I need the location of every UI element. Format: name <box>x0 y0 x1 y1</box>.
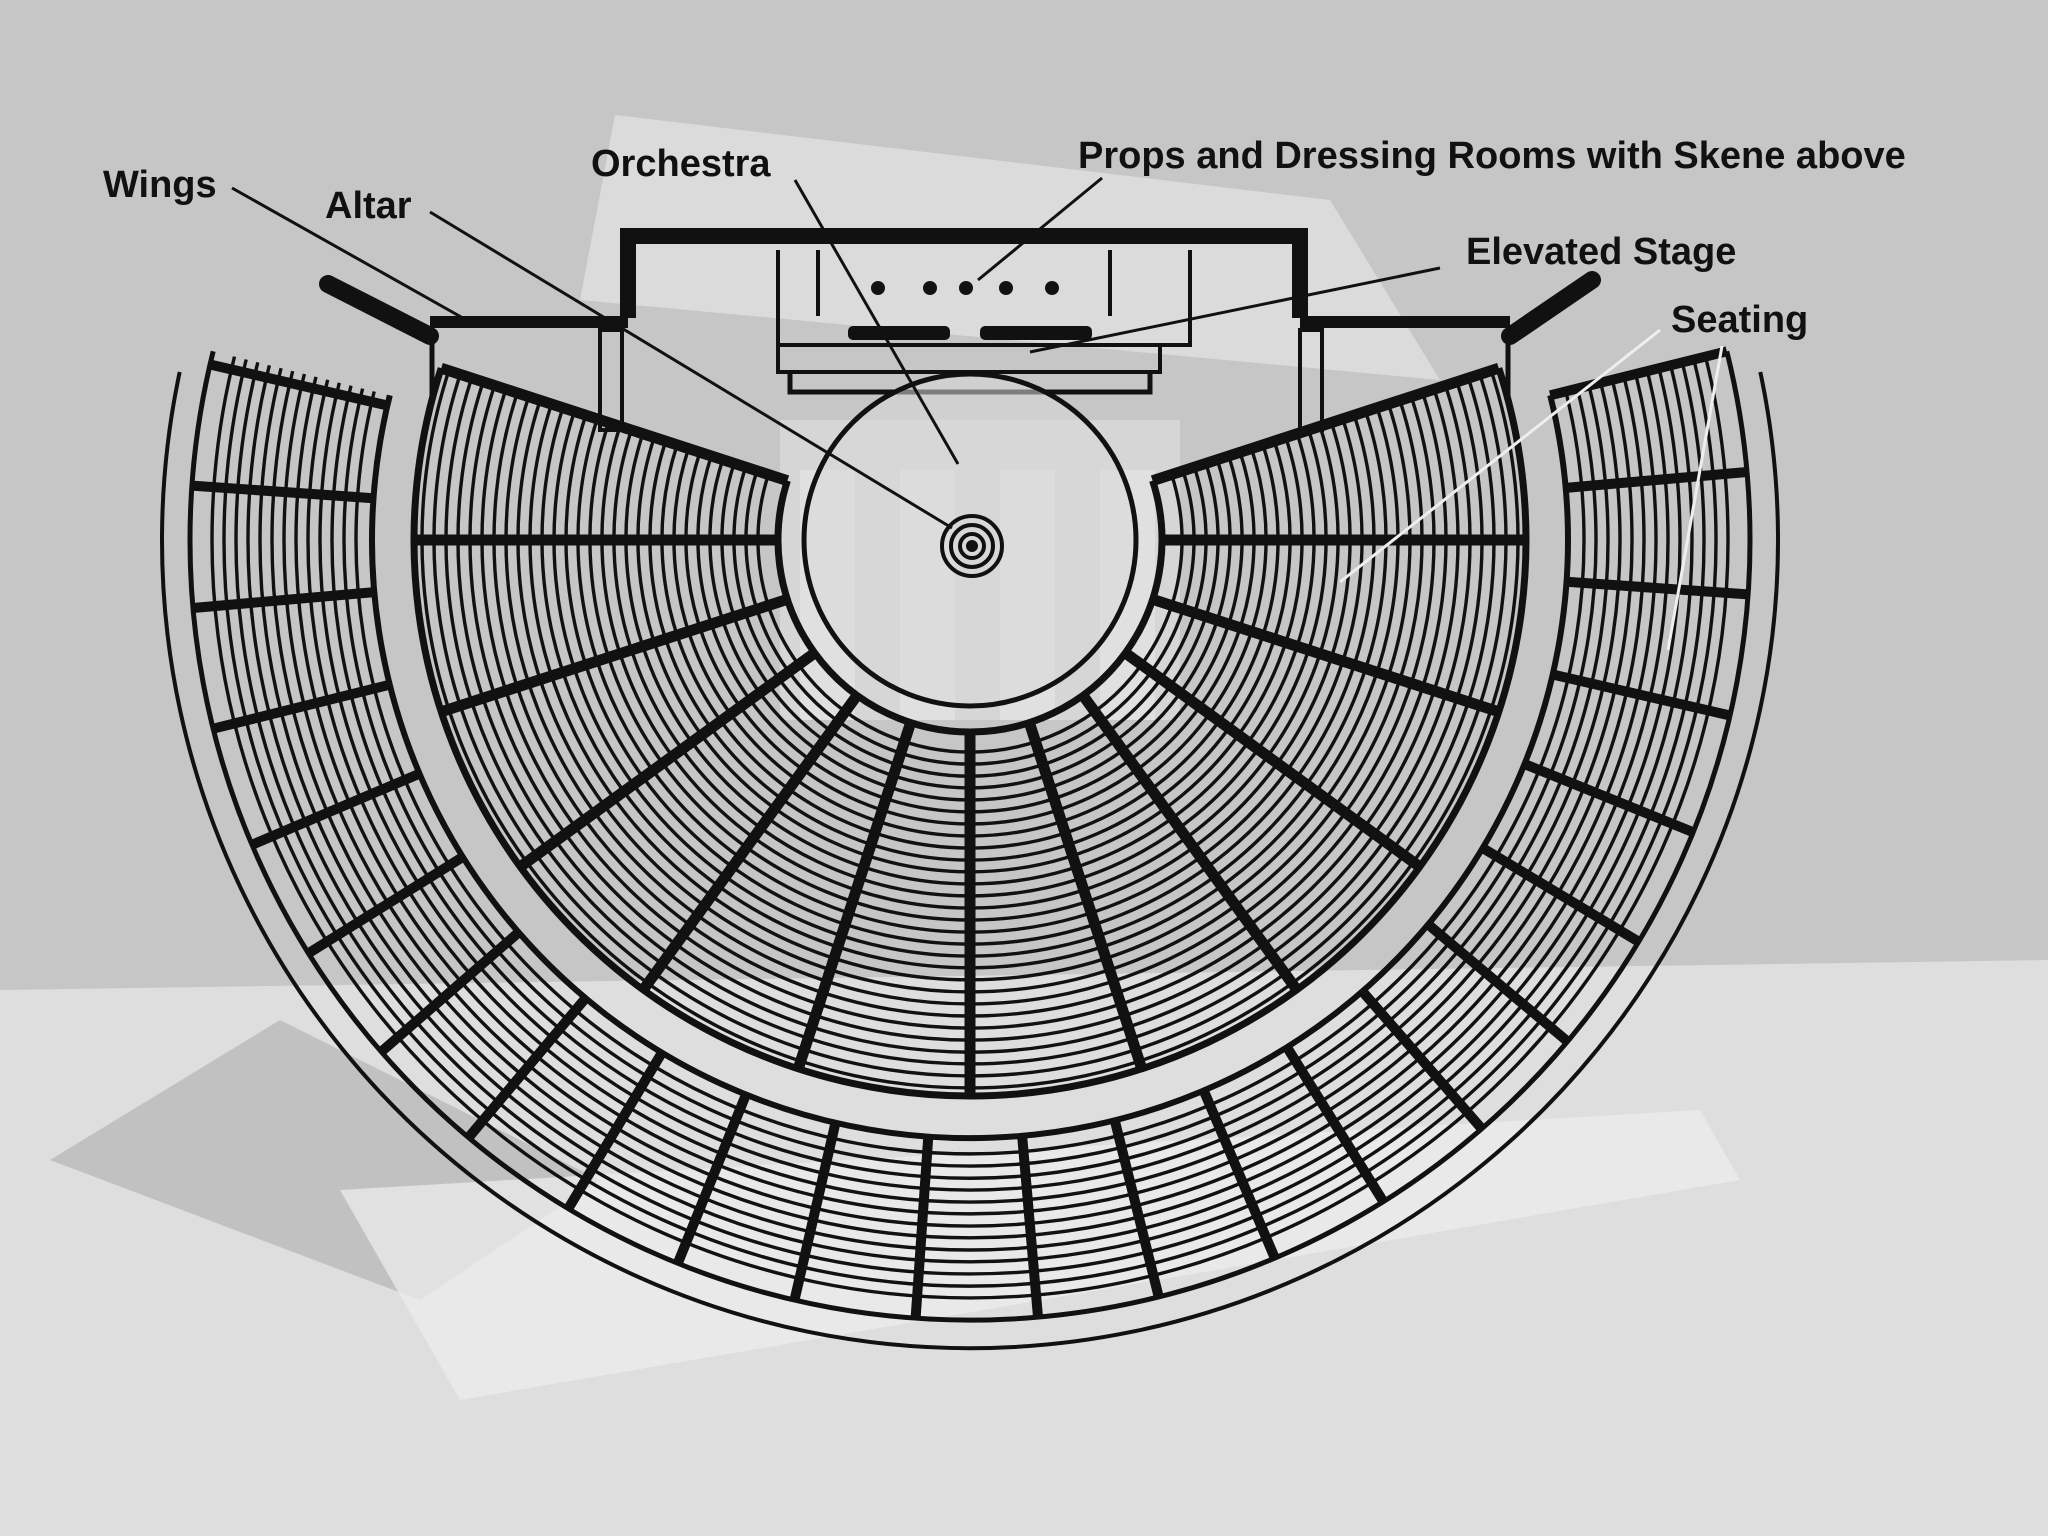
props-leader <box>977 176 1103 282</box>
stair-aisle <box>1480 843 1642 946</box>
stair-aisle <box>378 928 522 1056</box>
label-wings: Wings <box>103 164 217 206</box>
stair-aisle <box>789 1121 841 1302</box>
stair-aisle <box>1199 1088 1280 1260</box>
stair-aisle <box>208 359 389 411</box>
seating-leader-b <box>1666 345 1724 651</box>
label-altar: Altar <box>325 185 412 227</box>
seat-row-arc <box>258 367 1682 1252</box>
ghost-steps <box>340 1110 1740 1400</box>
seat-row-arc <box>342 388 1598 1168</box>
diazoma-outer-edge <box>369 394 1571 1142</box>
stair-aisle <box>1078 692 1302 994</box>
wing-right <box>1501 271 1601 345</box>
seat-row-arc <box>318 382 1622 1192</box>
door-dot <box>959 281 973 295</box>
stair-aisle <box>1024 720 1148 1071</box>
stair-aisle <box>192 587 375 613</box>
seat-row-arc <box>282 373 1658 1228</box>
door-dot <box>923 281 937 295</box>
seat-row-arc <box>210 356 1730 1300</box>
stair-aisle <box>673 1092 751 1266</box>
wing-left <box>319 275 439 345</box>
parodos-left-wall <box>598 328 624 432</box>
seat-row-arc <box>246 364 1694 1264</box>
door-dot <box>1045 281 1059 295</box>
orchestra-leader <box>793 179 960 465</box>
stair-aisle <box>516 648 818 872</box>
stair-aisle <box>1150 362 1501 486</box>
seat-row-arc <box>294 376 1646 1216</box>
seat-row-arc <box>234 361 1706 1276</box>
label-orchestra: Orchestra <box>591 143 771 185</box>
stair-aisle <box>792 720 916 1071</box>
stair-aisle <box>564 1050 667 1212</box>
seating-area <box>160 346 1780 1351</box>
stair-aisle <box>1017 1135 1043 1318</box>
stair-aisle <box>1109 1118 1164 1299</box>
door-dot <box>871 281 885 295</box>
upper-tier-edge <box>187 350 1753 1323</box>
stage-features <box>848 281 1092 340</box>
stair-aisle <box>464 994 590 1141</box>
orchestra-floor <box>801 371 1139 709</box>
stair-aisle <box>439 594 790 718</box>
stair-aisle <box>910 1136 934 1319</box>
stair-aisle <box>638 692 862 994</box>
stair-aisle <box>1122 648 1424 872</box>
seating-leader-a <box>1339 328 1661 584</box>
stair-aisle <box>1424 920 1571 1046</box>
stair-aisle <box>1565 467 1748 493</box>
stair-aisle <box>250 769 422 850</box>
leader-lines <box>231 176 1724 651</box>
stair-aisle <box>1358 988 1486 1132</box>
stair-aisle <box>1548 346 1729 401</box>
door-dot <box>999 281 1013 295</box>
label-seating: Seating <box>1671 299 1808 341</box>
seat-row-arc <box>330 385 1610 1180</box>
stage-leader <box>1029 266 1441 354</box>
stair-aisle <box>305 852 466 958</box>
label-props: Props and Dressing Rooms with Skene abov… <box>1078 135 1906 177</box>
seat-row-arc <box>222 359 1718 1288</box>
label-elevated-stage: Elevated Stage <box>1466 231 1736 273</box>
stair-aisle <box>1282 1044 1388 1205</box>
stair-aisle <box>211 679 392 734</box>
altar-icon <box>940 514 1004 578</box>
wings-leader <box>231 186 471 324</box>
stair-aisle <box>439 362 790 486</box>
stair-aisle <box>1566 576 1749 600</box>
altar-leader <box>429 210 953 530</box>
outer-retaining-wall <box>160 371 1780 1351</box>
stair-aisle <box>1522 759 1696 837</box>
seat-row-arc <box>306 379 1634 1204</box>
seat-row-arc <box>270 370 1670 1240</box>
stair-aisle <box>1551 669 1732 721</box>
stair-aisle <box>1150 594 1501 718</box>
stair-aisle <box>191 480 374 504</box>
seat-row-arc <box>354 391 1586 1156</box>
orchestra-ring <box>774 479 1166 736</box>
